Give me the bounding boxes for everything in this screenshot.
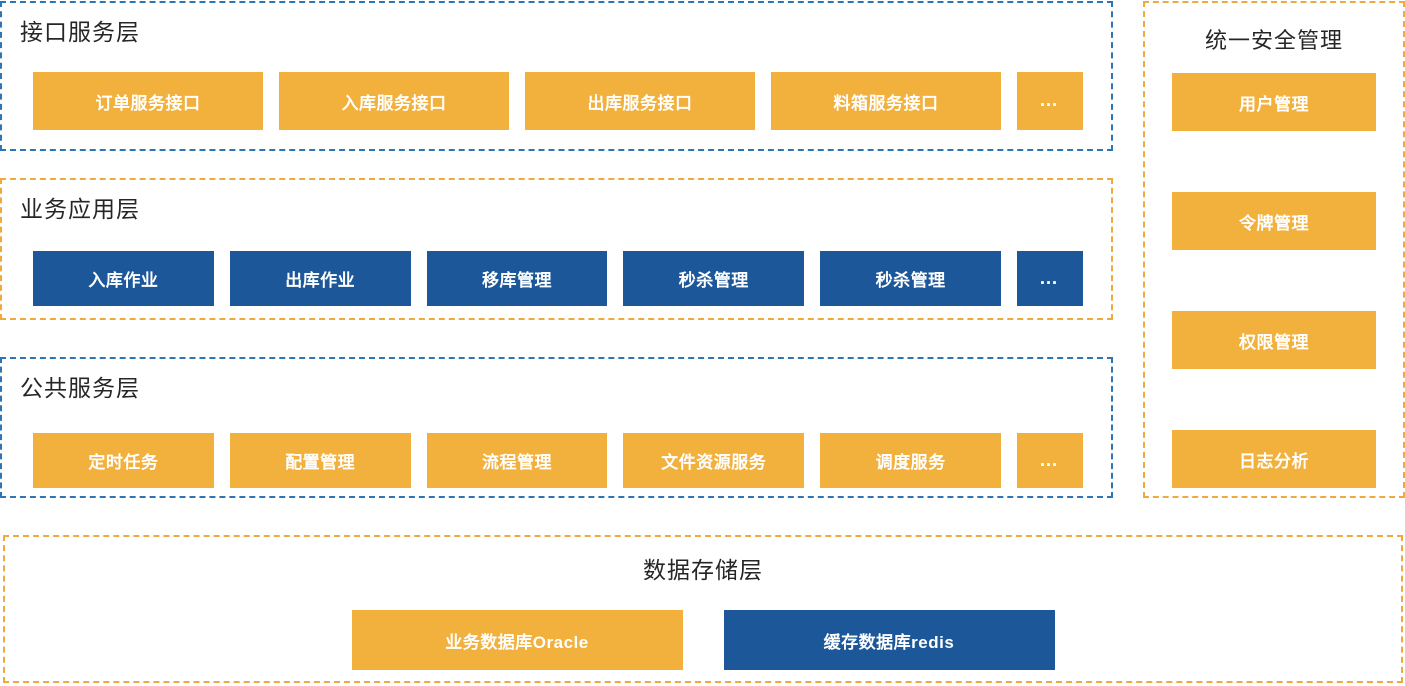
interface-node-row: 订单服务接口 入库服务接口 出库服务接口 料箱服务接口 … xyxy=(33,72,1083,130)
node-common-more[interactable]: … xyxy=(1016,433,1083,488)
node-interface-more[interactable]: … xyxy=(1017,72,1083,130)
node-business-more[interactable]: … xyxy=(1016,251,1083,306)
layer-data-storage: 数据存储层 业务数据库Oracle 缓存数据库redis xyxy=(3,535,1403,683)
node-inbound-service-api[interactable]: 入库服务接口 xyxy=(279,72,509,130)
common-node-row: 定时任务 配置管理 流程管理 文件资源服务 调度服务 … xyxy=(33,433,1083,488)
security-node-list: 用户管理 令牌管理 权限管理 日志分析 xyxy=(1172,73,1376,488)
node-business-database-oracle[interactable]: 业务数据库Oracle xyxy=(351,610,683,670)
layer-interface-service: 接口服务层 订单服务接口 入库服务接口 出库服务接口 料箱服务接口 … xyxy=(0,1,1113,151)
node-bin-service-api[interactable]: 料箱服务接口 xyxy=(771,72,1001,130)
node-log-analysis[interactable]: 日志分析 xyxy=(1172,430,1376,488)
layer-title-unified-security-management: 统一安全管理 xyxy=(1204,28,1343,53)
node-flashsale-management-2[interactable]: 秒杀管理 xyxy=(820,251,1001,306)
node-process-management[interactable]: 流程管理 xyxy=(426,433,608,488)
node-file-resource-service[interactable]: 文件资源服务 xyxy=(623,433,805,488)
node-dispatch-service[interactable]: 调度服务 xyxy=(820,433,1001,488)
node-order-service-api[interactable]: 订单服务接口 xyxy=(33,72,263,130)
node-transfer-management[interactable]: 移库管理 xyxy=(426,251,608,306)
node-flashsale-management-1[interactable]: 秒杀管理 xyxy=(623,251,805,306)
node-user-management[interactable]: 用户管理 xyxy=(1172,73,1376,131)
layer-title-data-storage: 数据存储层 xyxy=(643,557,763,583)
layer-business-application: 业务应用层 入库作业 出库作业 移库管理 秒杀管理 秒杀管理 … xyxy=(0,178,1113,320)
node-permission-management[interactable]: 权限管理 xyxy=(1172,311,1376,369)
layer-unified-security-management: 统一安全管理 用户管理 令牌管理 权限管理 日志分析 xyxy=(1143,1,1405,498)
node-scheduled-task[interactable]: 定时任务 xyxy=(33,433,214,488)
layer-title-business-application: 业务应用层 xyxy=(20,196,140,222)
node-config-management[interactable]: 配置管理 xyxy=(229,433,411,488)
node-outbound-operation[interactable]: 出库作业 xyxy=(229,251,411,306)
layer-common-service: 公共服务层 定时任务 配置管理 流程管理 文件资源服务 调度服务 … xyxy=(0,357,1113,498)
layer-title-common-service: 公共服务层 xyxy=(20,375,140,401)
layer-title-interface-service: 接口服务层 xyxy=(20,19,140,45)
node-outbound-service-api[interactable]: 出库服务接口 xyxy=(525,72,755,130)
node-cache-database-redis[interactable]: 缓存数据库redis xyxy=(723,610,1055,670)
storage-node-row: 业务数据库Oracle 缓存数据库redis xyxy=(5,610,1401,670)
node-token-management[interactable]: 令牌管理 xyxy=(1172,192,1376,250)
node-inbound-operation[interactable]: 入库作业 xyxy=(33,251,214,306)
business-node-row: 入库作业 出库作业 移库管理 秒杀管理 秒杀管理 … xyxy=(33,251,1083,306)
